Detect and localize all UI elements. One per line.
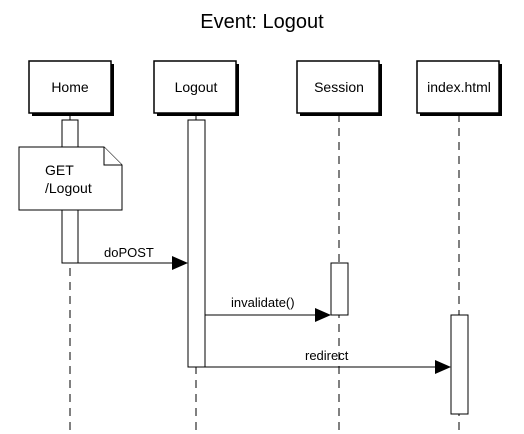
- message-invalidate-label: invalidate(): [231, 295, 295, 310]
- message-invalidate: invalidate(): [205, 295, 331, 322]
- message-redirect: redirect: [205, 348, 451, 374]
- diagram-title: Event: Logout: [200, 11, 324, 33]
- activation-index: [450, 314, 469, 415]
- note-line-2: /Logout: [45, 180, 92, 196]
- activation-session: [330, 262, 349, 316]
- participant-logout-label: Logout: [175, 79, 218, 95]
- participant-index: index.html: [416, 60, 502, 116]
- participant-home: Home: [28, 60, 114, 116]
- message-dopost-label: doPOST: [104, 245, 154, 260]
- note-line-1: GET: [45, 162, 74, 178]
- participant-home-label: Home: [51, 79, 89, 95]
- activation-logout: [187, 119, 206, 368]
- participant-index-label: index.html: [427, 79, 491, 95]
- participant-logout: Logout: [153, 60, 239, 116]
- participant-session-label: Session: [314, 79, 364, 95]
- message-redirect-label: redirect: [305, 348, 349, 363]
- note-get-logout: GET /Logout: [18, 146, 123, 211]
- participant-session: Session: [296, 60, 382, 116]
- message-dopost: doPOST: [78, 245, 188, 270]
